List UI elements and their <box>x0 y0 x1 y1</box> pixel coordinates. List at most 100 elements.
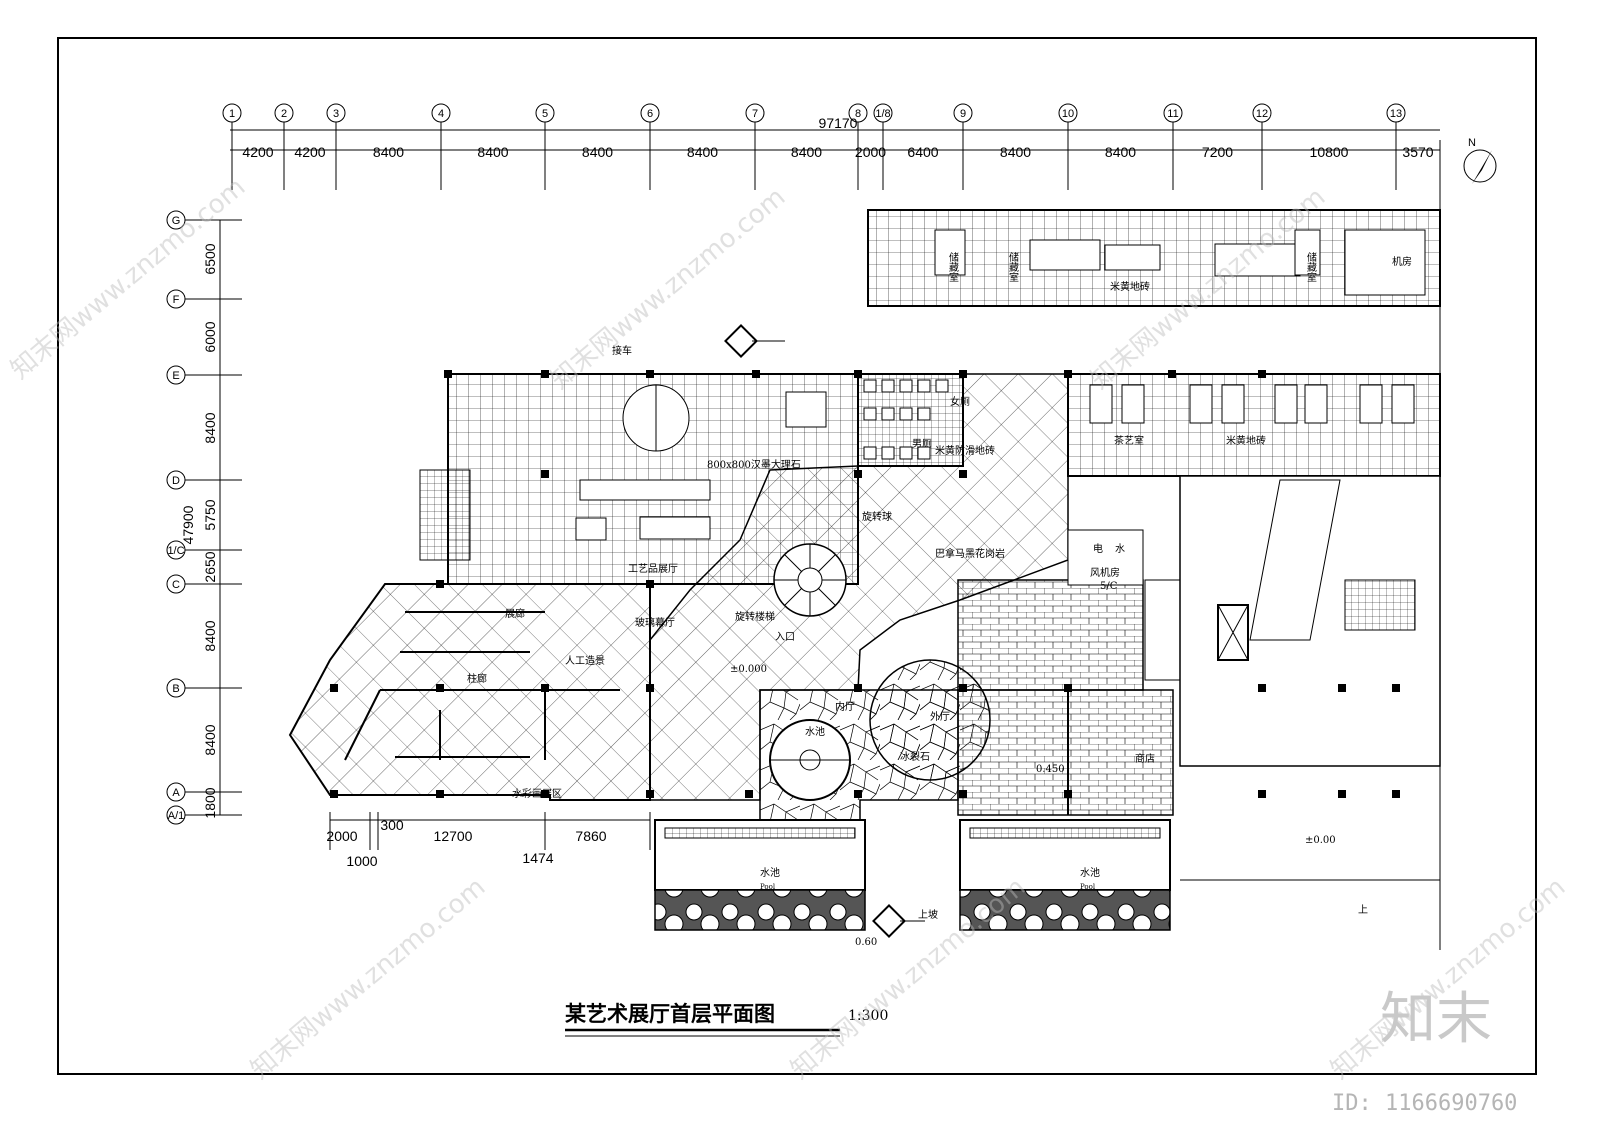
side-dimension-label: 6000 <box>202 321 218 352</box>
column-axis-label: 3 <box>333 108 339 120</box>
room-crafts-hall: 工艺品展厅 <box>628 563 678 575</box>
top-dimension-label: 3570 <box>1402 144 1433 160</box>
room-machine: 机房 <box>1392 255 1412 268</box>
label-cloister: 柱廊 <box>467 672 487 685</box>
column-axis-bubble <box>1386 103 1406 123</box>
column-axis-label: 4 <box>438 108 444 120</box>
top-dimension-label: 8400 <box>582 144 613 160</box>
label-electric: 电 <box>1093 542 1103 555</box>
row-axis-bubble <box>166 782 186 802</box>
bottom-dimension-label: 7860 <box>575 828 606 844</box>
top-dimension-label: 4200 <box>242 144 273 160</box>
column-axis-bubble <box>222 103 242 123</box>
drawing-title: 某艺术展厅首层平面图 <box>565 1001 775 1026</box>
label-pickup: 接车 <box>612 344 632 357</box>
diamond-marker-icon <box>872 904 925 938</box>
label-pool-right-en: Pool <box>1080 883 1096 891</box>
column-axis-bubble <box>1058 103 1078 123</box>
row-axis-label: 1/C <box>167 545 184 557</box>
drawing-frame <box>57 37 1537 1075</box>
label-granite: 巴拿马黑花岗岩 <box>935 547 1005 560</box>
side-dimension-label: 6500 <box>202 243 218 274</box>
column-axis-label: 12 <box>1256 108 1268 120</box>
row-axis-bubble <box>166 574 186 594</box>
room-storage-2: 储藏室 <box>1007 251 1019 282</box>
label-watercolor: 水彩画展区 <box>512 788 562 800</box>
watermark-text: 知末网www.znzmo.com <box>545 182 791 395</box>
room-storage-1: 储藏室 <box>947 251 959 282</box>
column-axis-bubble <box>535 103 555 123</box>
side-dimension-label: 8400 <box>202 412 218 443</box>
bottom-dimension-label: 1474 <box>522 850 553 866</box>
brand-logo: 知末 <box>1380 987 1492 1052</box>
column-axis-bubble <box>640 103 660 123</box>
side-dimension-label: 8400 <box>202 620 218 651</box>
label-level-right: ±0.00 <box>1305 835 1336 846</box>
label-up: 上 <box>1358 904 1368 916</box>
top-dimension-label: 8400 <box>477 144 508 160</box>
top-dimension-label: 2000 <box>855 144 886 160</box>
column-axis-label: 10 <box>1062 108 1074 120</box>
row-axis-bubble <box>166 210 186 230</box>
top-dimension-label: 8400 <box>373 144 404 160</box>
bottom-dimension-label: 1000 <box>346 853 377 869</box>
label-beige-tile-2: 米黄地砖 <box>1226 434 1266 447</box>
top-dimension-label: 7200 <box>1202 144 1233 160</box>
column-axis-bubble <box>953 103 973 123</box>
side-dimension-label: 1800 <box>202 787 218 818</box>
top-dimension-chain <box>230 129 1440 151</box>
column-axis-bubble <box>1163 103 1183 123</box>
label-pool-left: 水池 <box>760 866 780 879</box>
row-axis-label: G <box>172 215 181 227</box>
column-axis-label: 11 <box>1167 108 1178 120</box>
column-axis-label: 6 <box>647 108 653 120</box>
north-arrow-icon: N <box>1463 137 1497 184</box>
side-dimensions: 6500 6000 8400 5750 2650 8400 8400 1800 <box>202 243 218 818</box>
top-dimension-label: 4200 <box>294 144 325 160</box>
room-beige-tile: 米黄地砖 <box>1110 280 1150 293</box>
room-tea: 茶艺室 <box>1114 434 1144 447</box>
row-axis-bubble <box>166 470 186 490</box>
row-axis-label: A/1 <box>168 810 185 822</box>
top-dimension-label: 8400 <box>687 144 718 160</box>
label-ice-stone: 冰裂石 <box>900 750 930 763</box>
column-axis-label: 7 <box>752 108 758 120</box>
label-antislip: 米黄防滑地砖 <box>935 444 995 457</box>
side-dimension-label: 5750 <box>202 499 218 530</box>
row-axis-label: E <box>172 370 179 382</box>
column-axis-bubble <box>431 103 451 123</box>
bottom-dimension-label: 2000 <box>326 828 357 844</box>
structural-columns <box>330 370 1266 798</box>
spiral-stair-icon <box>773 543 847 617</box>
column-axis-label: 5 <box>542 108 548 120</box>
label-entrance: 入口 <box>775 632 795 643</box>
planter-left <box>654 889 866 931</box>
column-axis-label: 1 <box>229 108 235 120</box>
row-axis-label: F <box>173 294 180 306</box>
side-dimension-label: 8400 <box>202 724 218 755</box>
label-pool-inner: 水池 <box>805 725 825 738</box>
room-fan-sub: 5/C <box>1100 581 1118 592</box>
room-mens-wc: 男厕 <box>912 438 932 450</box>
label-pool-left-en: Pool <box>760 883 776 891</box>
row-axis-bubble <box>166 805 186 825</box>
label-rotunda: 旋转球 <box>862 510 892 523</box>
room-labels: 储藏室 储藏室 储藏室 机房 米黄地砖 接车 800x800汉墨大理石 工艺品展… <box>467 251 1412 948</box>
room-fan: 风机房 <box>1090 566 1120 579</box>
room-womens-wc: 女厕 <box>950 395 970 408</box>
west-gallery <box>288 583 651 801</box>
row-axis-bubble <box>166 365 186 385</box>
side-dimension-label: 2650 <box>202 551 218 582</box>
label-spiral-stair: 旋转楼梯 <box>735 610 775 623</box>
service-area <box>957 579 1144 691</box>
row-axis-label: D <box>172 475 180 487</box>
overall-width: 97170 <box>819 115 858 131</box>
label-corridor: 展廊 <box>505 607 525 620</box>
top-dimension-label: 10800 <box>1310 144 1349 160</box>
label-level-zero: ±0.000 <box>730 664 767 675</box>
label-water: 水 <box>1115 543 1125 555</box>
label-pool-right: 水池 <box>1080 866 1100 879</box>
column-axis-bubble <box>274 103 294 123</box>
